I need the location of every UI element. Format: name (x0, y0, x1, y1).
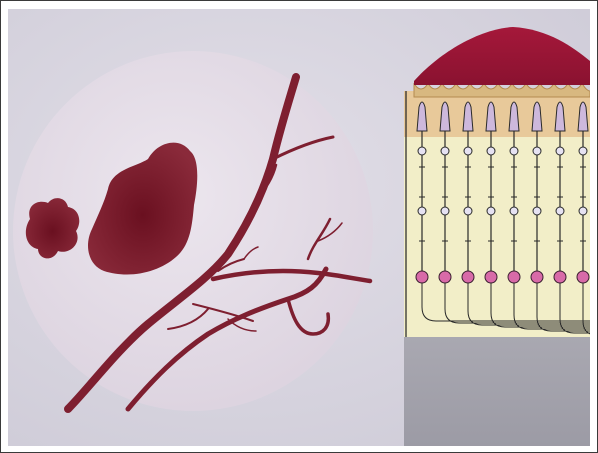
inner-nucleus (487, 207, 495, 215)
inner-nucleus (418, 207, 426, 215)
illustration-photo (8, 9, 590, 446)
inner-nucleus (579, 207, 587, 215)
inner-nucleus (533, 207, 541, 215)
inner-nucleus (510, 207, 518, 215)
ganglion-cell (416, 271, 428, 283)
outer-nucleus (418, 147, 426, 155)
outer-nucleus (464, 147, 472, 155)
outer-nucleus (510, 147, 518, 155)
outer-nucleus (533, 147, 541, 155)
fundus-circle (13, 51, 373, 411)
ganglion-cell (485, 271, 497, 283)
outer-nucleus (579, 147, 587, 155)
inner-nucleus (556, 207, 564, 215)
inner-nucleus (441, 207, 449, 215)
retina-cross-section (404, 27, 590, 446)
gray-base-layer (404, 337, 590, 446)
inner-nucleus (464, 207, 472, 215)
outer-nucleus (556, 147, 564, 155)
ganglion-cell (577, 271, 589, 283)
ganglion-cell (554, 271, 566, 283)
ganglion-cell (531, 271, 543, 283)
outer-nucleus (441, 147, 449, 155)
outer-nucleus (487, 147, 495, 155)
ganglion-cell (439, 271, 451, 283)
illustration-svg (8, 9, 590, 446)
ganglion-cell (508, 271, 520, 283)
ganglion-cell (462, 271, 474, 283)
